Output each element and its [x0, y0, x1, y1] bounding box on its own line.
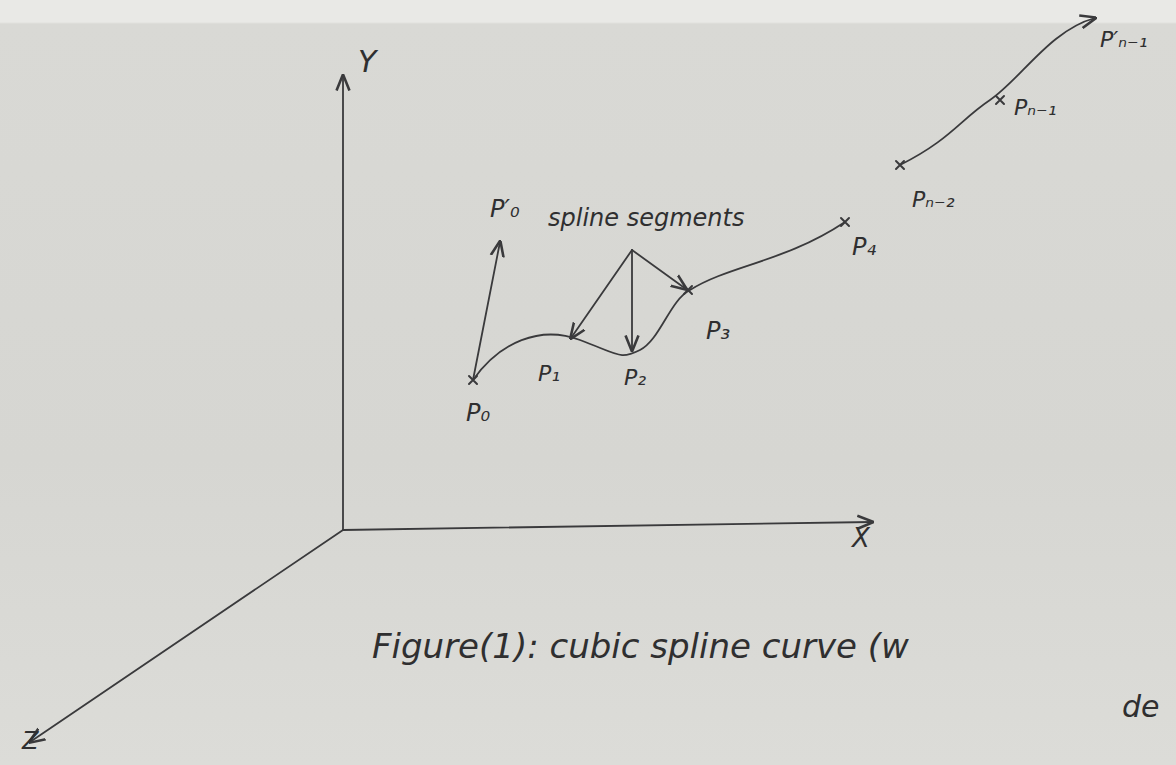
point-label: P₄ [852, 234, 876, 260]
point-label: P₁ [538, 362, 560, 386]
point-label: P₀ [466, 400, 490, 426]
note-fragment: de [1122, 690, 1160, 723]
spline-curve-end [900, 18, 1095, 165]
point-label: P′₀ [490, 196, 520, 222]
axis-label: X [852, 524, 870, 553]
point-label: Pₙ₋₂ [912, 188, 954, 212]
figure-caption: Figure(1): cubic spline curve (w [372, 628, 909, 665]
pointer-arrow [632, 250, 686, 289]
z-axis [30, 530, 343, 742]
pointer-arrow [631, 250, 633, 350]
point-label: Pₙ₋₁ [1014, 96, 1056, 120]
point-marks [469, 96, 1004, 384]
axis-label: Z [22, 728, 38, 754]
axis-label: Y [358, 45, 376, 78]
spline-curve [473, 222, 845, 380]
point-label: P₂ [624, 366, 646, 390]
point-label: P′ₙ₋₁ [1100, 28, 1147, 52]
segment-label: spline segments [548, 205, 744, 231]
x-axis [343, 522, 872, 530]
pointer-arrow [571, 250, 632, 338]
y-axis [342, 76, 344, 530]
point-label: P₃ [706, 318, 730, 344]
tangent-arrow [473, 242, 500, 380]
